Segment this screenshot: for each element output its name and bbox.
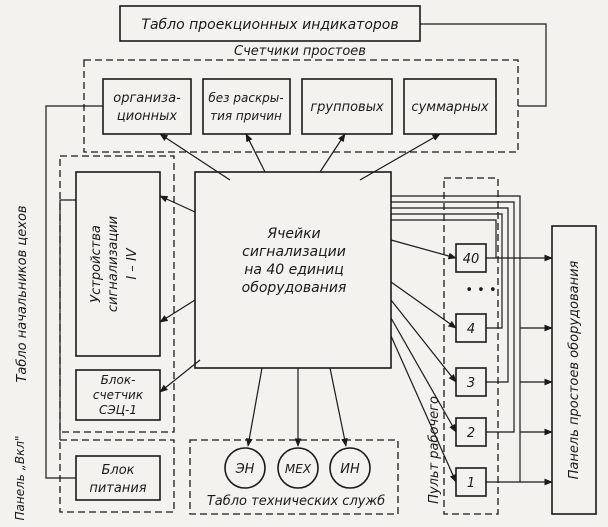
counter-unexplained-line-2: тия причин: [210, 109, 282, 123]
signal-cells-line-4: оборудования: [242, 280, 347, 296]
projection-board: Табло проекционных индикаторов: [119, 5, 421, 42]
arrow-to-cell-4: [390, 281, 457, 329]
console-cell-3-label: 3: [467, 376, 475, 391]
tech-services-title: Табло технических служб: [207, 494, 385, 509]
indicator-en: ЭН: [224, 447, 266, 489]
counter-block-line-1: Блок-: [101, 373, 136, 387]
power-block-line-1: Блок: [101, 463, 134, 478]
signal-cells-block: Ячейки сигнализации на 40 единиц оборудо…: [194, 171, 392, 369]
signaling-devices-line-1: Устройства: [89, 225, 104, 303]
indicator-in-label: ИН: [340, 462, 360, 477]
console-cell-3: 3: [455, 367, 487, 397]
console-cell-1-label: 1: [467, 476, 475, 491]
arrow-to-total: [359, 133, 441, 181]
feed-line-inner: [59, 199, 76, 440]
counter-organizational-line-2: ционных: [117, 109, 178, 124]
counter-block: Блок- счетчик СЭЦ-1: [75, 369, 161, 421]
console-cell-4-label: 4: [467, 322, 475, 337]
arrow-to-cell-3: [390, 299, 457, 383]
downtime-panel-title: Панель простоев оборудования: [567, 260, 582, 479]
console-cell-40: 40: [455, 243, 487, 273]
power-block-line-2: питания: [89, 481, 146, 496]
panel-on: Панель „Вкл": [13, 435, 175, 521]
counter-organizational: организа- ционных: [102, 78, 192, 135]
counter-total: суммарных: [403, 78, 497, 135]
console-cell-2-label: 2: [467, 426, 475, 441]
counters-to-board-line: [420, 23, 547, 107]
projection-board-title: Табло проекционных индикаторов: [141, 17, 398, 33]
counter-unexplained: без раскры- тия причин: [202, 78, 291, 135]
indicator-mex-label: МЕХ: [285, 462, 312, 476]
console-cell-1: 1: [455, 467, 487, 497]
worker-console-title: Пульт рабочего: [427, 396, 442, 504]
counter-group-label: групповых: [310, 100, 384, 115]
tech-services-board: Табло технических служб ЭН МЕХ ИН: [189, 439, 399, 515]
signaling-devices-line-2: сигнализации: [106, 216, 121, 312]
arrow-to-en: [246, 367, 263, 447]
arrow-to-signaling-lower: [159, 299, 196, 323]
arrow-to-unexplained: [245, 133, 266, 173]
arrow-to-cell-40: [390, 239, 457, 260]
feed-line-to-counters: [45, 105, 103, 479]
downtime-panel: Панель простоев оборудования: [551, 225, 597, 515]
downtime-counters-title: Счетчики простоев: [234, 44, 366, 59]
signal-cells-line-2: сигнализации: [242, 244, 346, 260]
counter-unexplained-line-1: без раскры-: [208, 91, 283, 105]
arrow-to-signaling-upper: [159, 195, 196, 213]
indicator-in: ИН: [329, 447, 371, 489]
counter-block-line-3: СЭЦ-1: [99, 403, 137, 417]
downtime-counters-group: Счетчики простоев организа- ционных без …: [83, 44, 519, 153]
arrow-to-group: [319, 133, 346, 173]
counter-group: групповых: [301, 78, 393, 135]
signal-cells-line-1: Ячейки: [266, 226, 320, 242]
counter-block-line-2: счетчик: [93, 388, 144, 402]
worker-console: Пульт рабочего 40 • • • 4 3 2 1: [427, 177, 499, 515]
console-cell-4: 4: [455, 313, 487, 343]
indicator-mex: МЕХ: [277, 447, 319, 489]
counter-organizational-line-1: организа-: [113, 91, 181, 106]
panel-on-title: Панель „Вкл": [13, 435, 27, 520]
arrow-to-organizational: [159, 133, 231, 181]
arrow-to-cell-1: [390, 335, 457, 483]
signaling-devices-line-3: I – IV: [125, 247, 140, 279]
signal-bus: [391, 195, 521, 483]
signaling-devices-block: Устройства сигнализации I – IV: [75, 171, 161, 357]
arrow-to-counter-block: [159, 359, 201, 393]
signal-cells-line-3: на 40 единиц: [244, 262, 344, 278]
console-ellipsis: • • •: [465, 283, 496, 298]
indicator-en-label: ЭН: [235, 462, 255, 477]
shop-chiefs-board-title: Табло начальников цехов: [15, 205, 30, 382]
arrow-to-cell-2: [390, 317, 457, 433]
console-cell-40-label: 40: [463, 252, 480, 267]
console-cell-2: 2: [455, 417, 487, 447]
arrow-to-in: [329, 367, 348, 447]
power-block: Блок питания: [75, 455, 161, 501]
counter-total-label: суммарных: [411, 100, 488, 115]
